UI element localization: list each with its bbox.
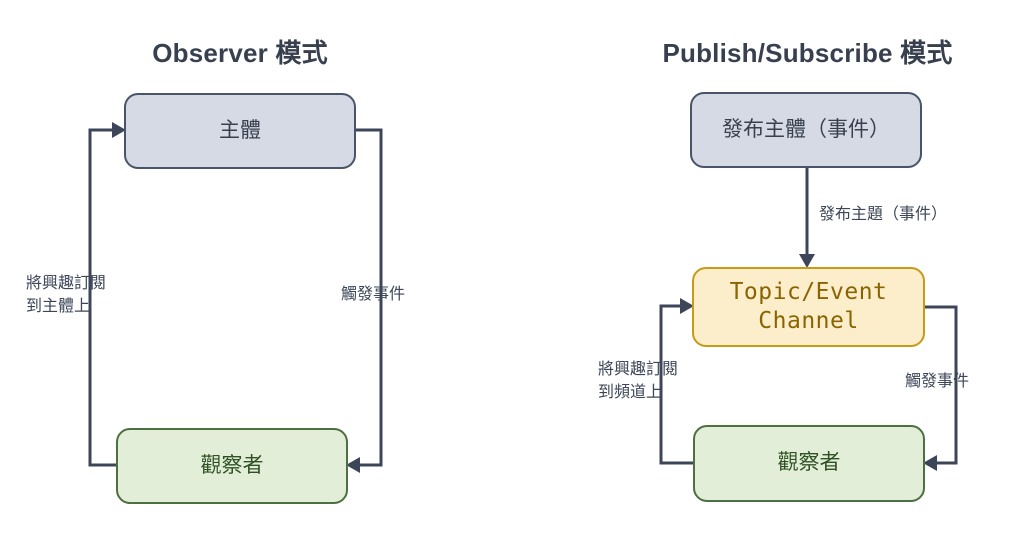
edge-label-trigger-right: 觸發事件 (905, 373, 970, 390)
panel-title-pubsub: Publish/Subscribe 模式 (662, 38, 953, 68)
edge-label-subscribe-to-subject: 將興趣訂閱 到主體上 (26, 275, 107, 316)
node-observer-right[interactable]: 觀察者 (693, 425, 925, 502)
node-subject[interactable]: 主體 (124, 93, 356, 169)
node-observer-left[interactable]: 觀察者 (116, 428, 348, 504)
node-publisher[interactable]: 發布主體（事件） (690, 92, 922, 168)
edge-label-trigger-left: 觸發事件 (341, 286, 406, 303)
node-topic-event-channel[interactable]: Topic/Event Channel (692, 267, 925, 347)
edge-label-subscribe-to-channel: 將興趣訂閱 到頻道上 (598, 361, 679, 402)
edge-publish-to-channel (799, 168, 815, 268)
edge-label-publish-topic: 發布主題（事件） (819, 206, 948, 223)
panel-title-observer: Observer 模式 (152, 38, 328, 68)
